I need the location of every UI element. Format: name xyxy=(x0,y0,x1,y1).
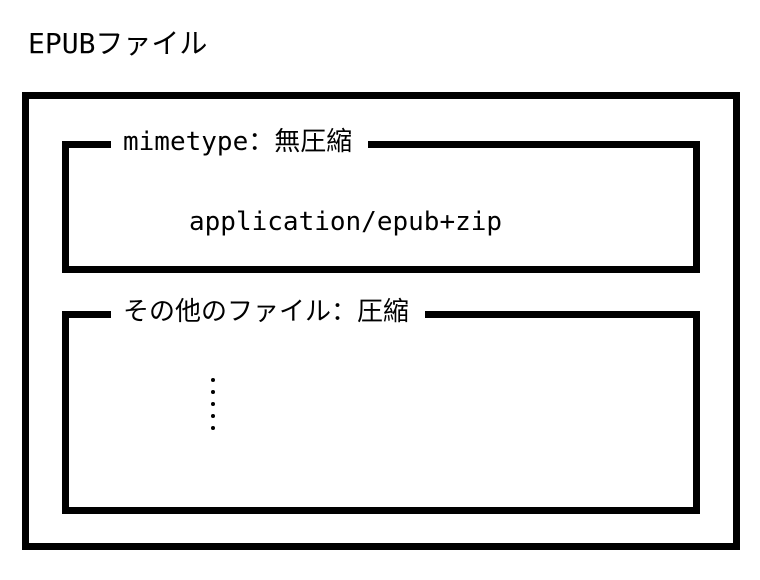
ellipsis-dot xyxy=(211,390,215,394)
mimetype-content: application/epub+zip xyxy=(189,207,503,237)
ellipsis-dot xyxy=(211,378,215,382)
mimetype-box: mimetype：無圧縮 application/epub+zip xyxy=(62,126,700,273)
ellipsis-dot xyxy=(211,426,215,430)
other-files-box: その他のファイル：圧縮 xyxy=(62,296,700,514)
epub-file-container xyxy=(22,92,740,550)
ellipsis-dot xyxy=(211,414,215,418)
ellipsis-dot xyxy=(211,402,215,406)
other-files-box-label: その他のファイル：圧縮 xyxy=(111,296,426,328)
mimetype-box-label: mimetype：無圧縮 xyxy=(111,126,369,158)
vertical-ellipsis-icon xyxy=(209,378,217,438)
diagram-title: EPUBファイル xyxy=(28,27,208,60)
